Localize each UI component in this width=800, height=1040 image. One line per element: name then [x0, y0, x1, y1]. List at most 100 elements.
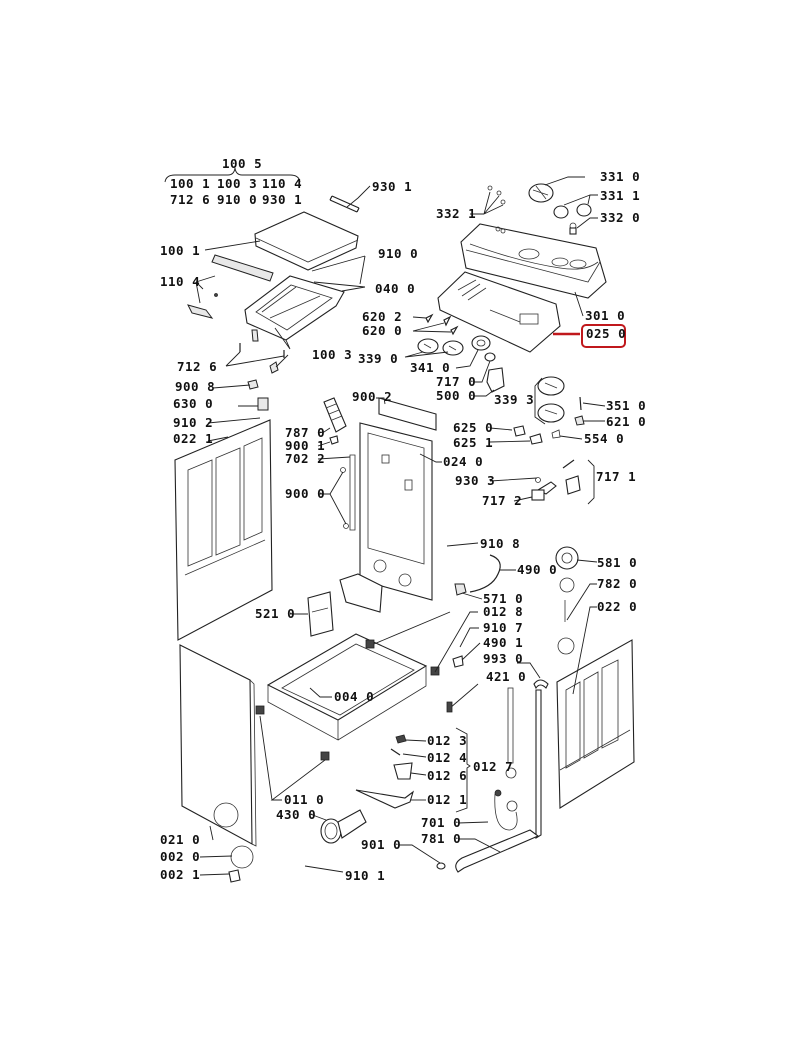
kit-brace: [164, 167, 301, 183]
part-100-1-lid: [204, 211, 359, 271]
label-717-2[interactable]: 717 2: [482, 493, 523, 508]
part-cable-group: [446, 542, 516, 668]
label-011-0[interactable]: 011 0: [284, 792, 325, 807]
label-930-1[interactable]: 930 1: [372, 179, 413, 194]
label-910-8[interactable]: 910 8: [480, 536, 521, 551]
label-012-8[interactable]: 012 8: [483, 604, 524, 619]
label-782-0[interactable]: 782 0: [597, 576, 638, 591]
part-002-door-parts: [199, 845, 254, 883]
kit-member-910-0: 910 0: [217, 192, 258, 207]
label-421-0[interactable]: 421 0: [486, 669, 527, 684]
label-625-1[interactable]: 625 1: [453, 435, 494, 450]
part-717-1-group: [562, 459, 595, 505]
label-024-0[interactable]: 024 0: [443, 454, 484, 469]
part-930-1: [329, 185, 371, 213]
label-910-2[interactable]: 910 2: [173, 415, 214, 430]
label-025-0[interactable]: 025 0: [586, 326, 627, 341]
label-900-2[interactable]: 900 2: [352, 389, 393, 404]
label-993-0[interactable]: 993 0: [483, 651, 524, 666]
label-900-8[interactable]: 900 8: [175, 379, 216, 394]
label-301-0[interactable]: 301 0: [585, 308, 626, 323]
label-012-7[interactable]: 012 7: [473, 759, 514, 774]
label-712-6[interactable]: 712 6: [177, 359, 218, 374]
part-332-1-pins: [470, 185, 506, 215]
label-901-0[interactable]: 901 0: [361, 837, 402, 852]
label-910-0[interactable]: 910 0: [378, 246, 419, 261]
label-490-0[interactable]: 490 0: [517, 562, 558, 577]
label-110-4[interactable]: 110 4: [160, 274, 201, 289]
label-100-3[interactable]: 100 3: [312, 347, 353, 362]
label-490-1[interactable]: 490 1: [483, 635, 524, 650]
label-717-1[interactable]: 717 1: [596, 469, 637, 484]
kit-member-930-1: 930 1: [262, 192, 303, 207]
label-781-0[interactable]: 781 0: [421, 831, 462, 846]
label-620-0[interactable]: 620 0: [362, 323, 403, 338]
part-feet: [255, 611, 478, 801]
part-787-0-bellows: [317, 397, 356, 531]
label-339-3[interactable]: 339 3: [494, 392, 535, 407]
part-339-3-group: [534, 376, 565, 425]
part-top-frame: [244, 275, 345, 350]
label-910-1[interactable]: 910 1: [345, 868, 386, 883]
label-022-1[interactable]: 022 1: [173, 431, 214, 446]
label-012-3[interactable]: 012 3: [427, 733, 468, 748]
label-012-4[interactable]: 012 4: [427, 750, 468, 765]
part-620-clips: [412, 313, 459, 336]
part-004-0-base: [266, 633, 428, 741]
label-500-0[interactable]: 500 0: [436, 388, 477, 403]
label-702-2[interactable]: 702 2: [285, 451, 326, 466]
part-024-0-cabinet-rear: [359, 397, 442, 601]
label-339-0[interactable]: 339 0: [358, 351, 399, 366]
label-571-0[interactable]: 571 0: [483, 591, 524, 606]
label-701-0[interactable]: 701 0: [421, 815, 462, 830]
part-717-0-500-0-pump: [474, 352, 505, 397]
label-554-0[interactable]: 554 0: [584, 431, 625, 446]
label-521-0[interactable]: 521 0: [255, 606, 296, 621]
label-004-0[interactable]: 004 0: [334, 689, 375, 704]
label-900-1[interactable]: 900 1: [285, 438, 326, 453]
label-002-0[interactable]: 002 0: [160, 849, 201, 864]
part-332-0-cap: [569, 217, 598, 235]
part-581-0-782-0: [555, 546, 598, 655]
label-581-0[interactable]: 581 0: [597, 555, 638, 570]
label-621-0[interactable]: 621 0: [606, 414, 647, 429]
label-100-1[interactable]: 100 1: [160, 243, 201, 258]
kit-label-100-5: 100 5: [222, 156, 263, 171]
label-630-0[interactable]: 630 0: [173, 396, 214, 411]
label-900-0[interactable]: 900 0: [285, 486, 326, 501]
label-012-1[interactable]: 012 1: [427, 792, 468, 807]
part-712-6-screws: [225, 329, 289, 374]
label-625-0[interactable]: 625 0: [453, 420, 494, 435]
part-351-0-621-0-554-0: [551, 396, 606, 440]
part-430-0-drain-pump: [304, 809, 446, 873]
label-331-0[interactable]: 331 0: [600, 169, 641, 184]
kit-member-100-3: 100 3: [217, 176, 258, 191]
part-110-4-handle: [187, 254, 274, 319]
part-331-0-knob: [528, 176, 585, 203]
kit-member-712-6: 712 6: [170, 192, 211, 207]
label-022-0[interactable]: 022 0: [597, 599, 638, 614]
label-341-0[interactable]: 341 0: [410, 360, 451, 375]
part-hoses: [446, 662, 549, 873]
label-012-6[interactable]: 012 6: [427, 768, 468, 783]
label-430-0[interactable]: 430 0: [276, 807, 317, 822]
part-341-0-ring: [455, 335, 491, 369]
label-351-0[interactable]: 351 0: [606, 398, 647, 413]
label-787-0[interactable]: 787 0: [285, 425, 326, 440]
label-620-2[interactable]: 620 2: [362, 309, 403, 324]
label-331-1[interactable]: 331 1: [600, 188, 641, 203]
label-332-1[interactable]: 332 1: [436, 206, 477, 221]
label-910-7[interactable]: 910 7: [483, 620, 524, 635]
label-332-0[interactable]: 332 0: [600, 210, 641, 225]
label-002-1[interactable]: 002 1: [160, 867, 201, 882]
label-021-0[interactable]: 021 0: [160, 832, 201, 847]
part-521-0-box: [290, 573, 383, 637]
label-717-0[interactable]: 717 0: [436, 374, 477, 389]
label-040-0[interactable]: 040 0: [375, 281, 416, 296]
part-301-0-control-panel: [460, 223, 607, 317]
kit-member-100-1: 100 1: [170, 176, 211, 191]
part-625-brackets: [489, 425, 543, 445]
label-930-3[interactable]: 930 3: [455, 473, 496, 488]
part-025-0-electronic-board: [437, 271, 580, 353]
